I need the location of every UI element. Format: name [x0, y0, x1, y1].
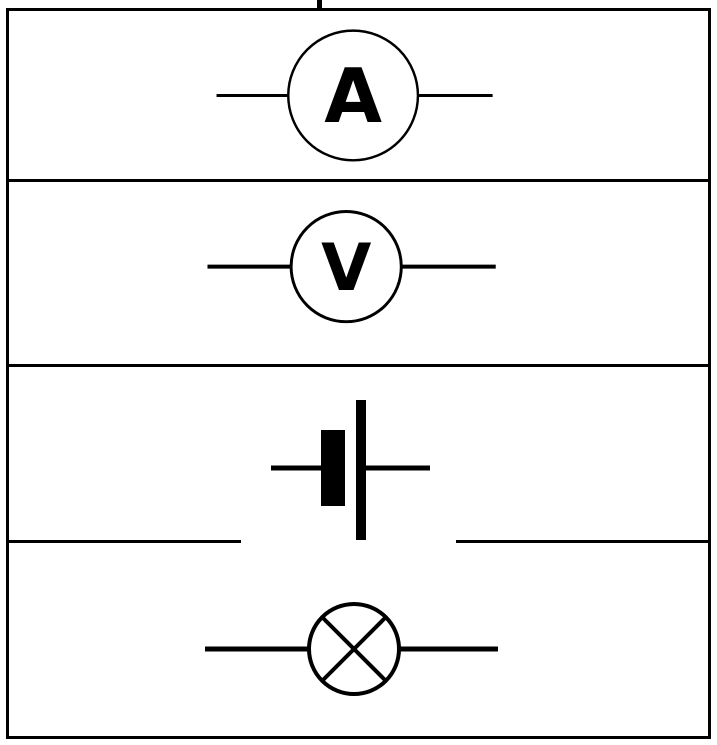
lamp-circle — [307, 602, 401, 696]
table-top-column-tick — [317, 0, 322, 9]
lamp-cross-diagonal-2 — [321, 616, 387, 682]
cell-short-thick-plate — [321, 430, 345, 506]
ammeter-letter: A — [324, 53, 382, 140]
table-row-voltmeter: V — [9, 182, 708, 367]
voltmeter-letter: V — [321, 231, 371, 306]
ammeter-icon: A — [216, 29, 493, 162]
voltmeter-circle — [289, 210, 403, 324]
table-row-ammeter: A — [9, 11, 708, 182]
table-row-lamp — [9, 543, 708, 736]
table-row-cell — [9, 367, 708, 543]
lamp-icon — [205, 602, 498, 696]
cell-row-divider-left-segment — [9, 540, 241, 543]
cell-long-thin-plate — [356, 400, 366, 540]
cell-row-divider-right-segment — [456, 540, 708, 543]
cell-battery-icon — [271, 400, 430, 540]
ammeter-circle — [287, 29, 420, 162]
voltmeter-icon: V — [207, 210, 496, 324]
circuit-symbol-table: A V — [6, 8, 711, 739]
